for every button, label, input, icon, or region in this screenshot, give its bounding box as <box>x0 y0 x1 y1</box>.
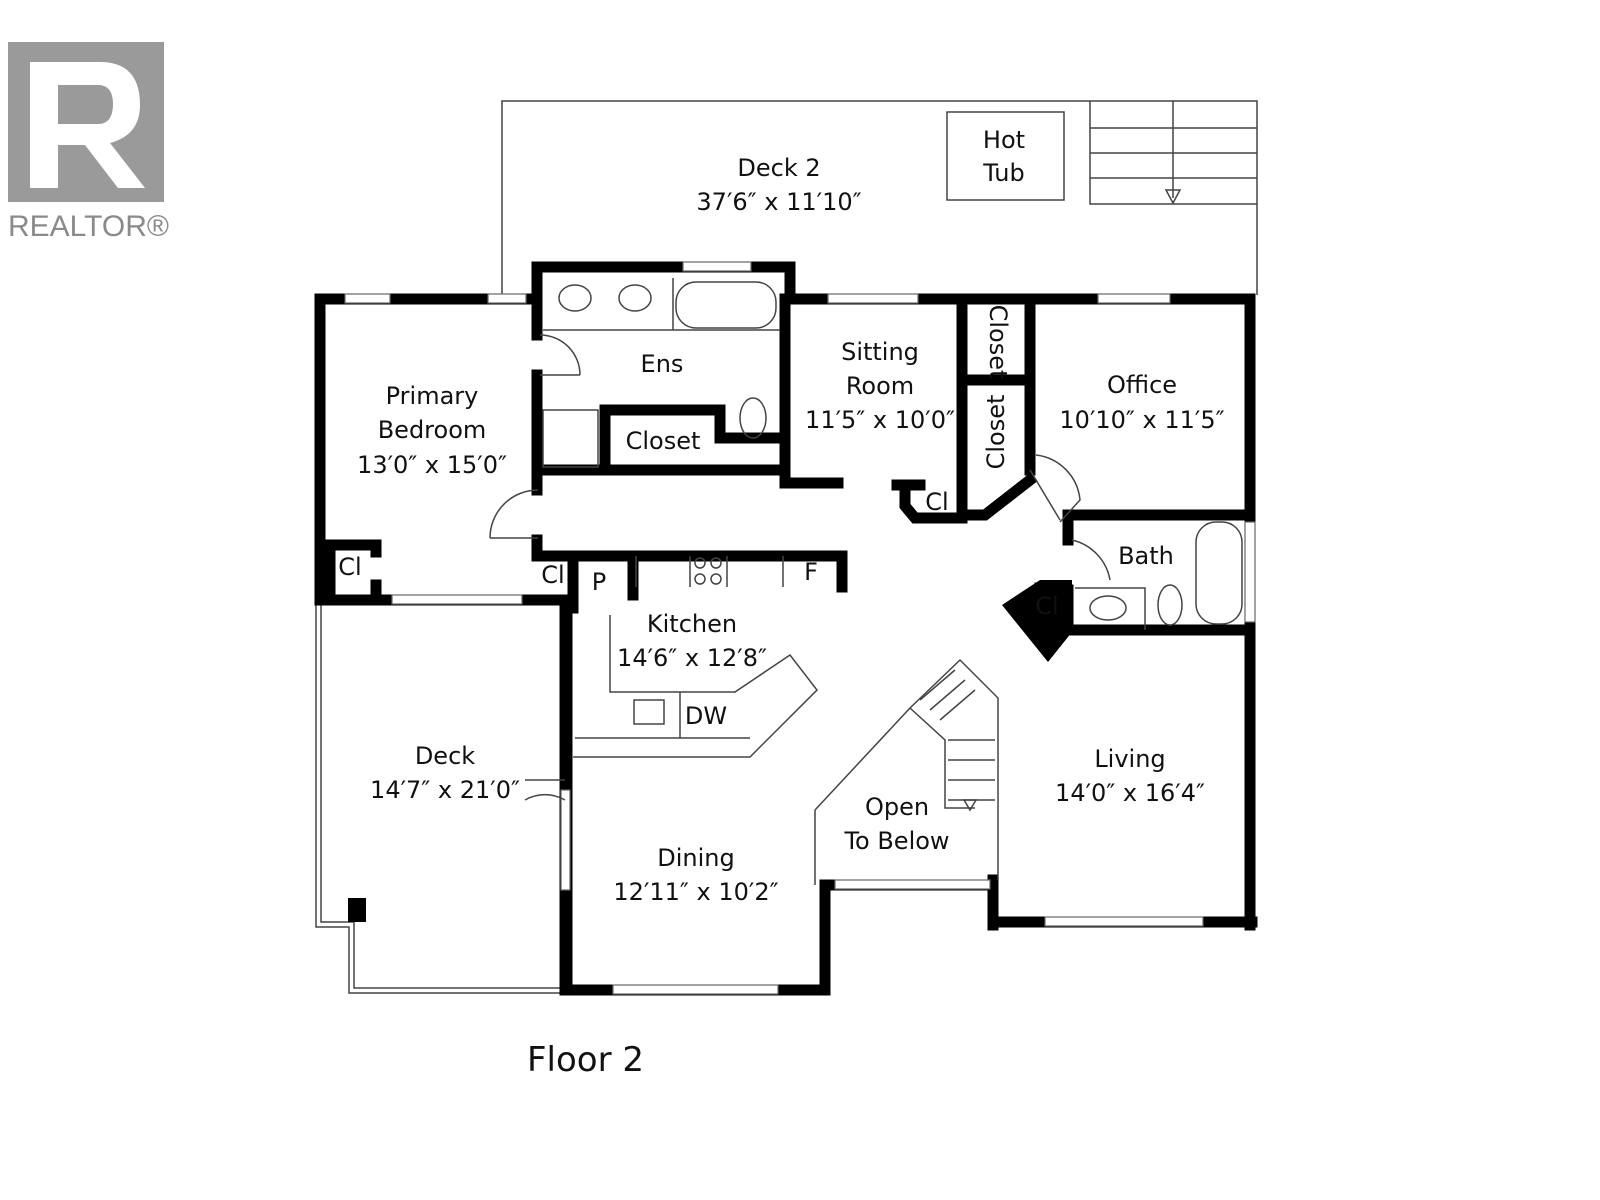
deck-outline <box>315 603 565 994</box>
fixtures <box>489 278 1243 885</box>
kitchen-size: 14′6″ x 12′8″ <box>617 644 767 672</box>
sink-icon <box>618 284 652 312</box>
deck-size: 14′7″ x 21′0″ <box>370 776 520 804</box>
cl-bath-label: Cl <box>1035 592 1058 620</box>
closet-lower-label: Closet <box>982 395 1010 470</box>
living-label: Living <box>1094 745 1165 773</box>
realtor-logo: REALTOR® <box>8 42 169 243</box>
closet-upper-label: Closet <box>984 305 1012 380</box>
cl-sitting-label: Cl <box>925 488 948 516</box>
primary-bedroom-label-1: Primary <box>386 382 479 410</box>
walls <box>314 261 1258 996</box>
kitchen-label: Kitchen <box>647 610 737 638</box>
sitting-room-label-2: Room <box>846 372 914 400</box>
deck-label: Deck <box>415 742 475 770</box>
open-to-below-label-1: Open <box>865 793 929 821</box>
shower-icon <box>542 409 599 468</box>
sitting-room-label-1: Sitting <box>841 338 919 366</box>
deck2-label: Deck 2 <box>737 154 820 182</box>
hot-tub-label-2: Tub <box>982 159 1024 187</box>
office-label: Office <box>1107 371 1177 399</box>
floor-label: Floor 2 <box>527 1040 644 1080</box>
toilet-icon <box>739 397 767 439</box>
door-swing <box>539 334 581 376</box>
fridge-label: F <box>804 558 818 586</box>
door-swing <box>489 489 539 539</box>
cl-bedroom-left-label: Cl <box>338 553 361 581</box>
office-size: 10′10″ x 11′5″ <box>1059 406 1224 434</box>
pantry-label: P <box>592 568 606 596</box>
living-size: 14′0″ x 16′4″ <box>1055 779 1205 807</box>
cl-bedroom-right-label: Cl <box>541 561 564 589</box>
dining-size: 12′11″ x 10′2″ <box>613 878 778 906</box>
primary-bedroom-size: 13′0″ x 15′0″ <box>357 451 507 479</box>
dishwasher-label: DW <box>685 702 727 730</box>
deck2-size: 37′6″ x 11′10″ <box>696 188 861 216</box>
primary-bedroom-label-2: Bedroom <box>378 416 487 444</box>
ensuite-label: Ens <box>641 350 684 378</box>
realtor-logo-text: REALTOR® <box>8 210 169 243</box>
deck2-outline <box>501 100 1258 295</box>
sink-icon <box>558 284 592 312</box>
hot-tub-label-1: Hot <box>983 126 1025 154</box>
bath-label: Bath <box>1118 542 1174 570</box>
room-labels: Deck 2 37′6″ x 11′10″ Hot Tub Ens Closet… <box>338 126 1224 906</box>
open-to-below-label-2: To Below <box>843 827 949 855</box>
dining-label: Dining <box>657 844 734 872</box>
windows <box>344 261 1256 995</box>
sitting-room-size: 11′5″ x 10′0″ <box>805 406 955 434</box>
ens-closet-label: Closet <box>626 427 701 455</box>
